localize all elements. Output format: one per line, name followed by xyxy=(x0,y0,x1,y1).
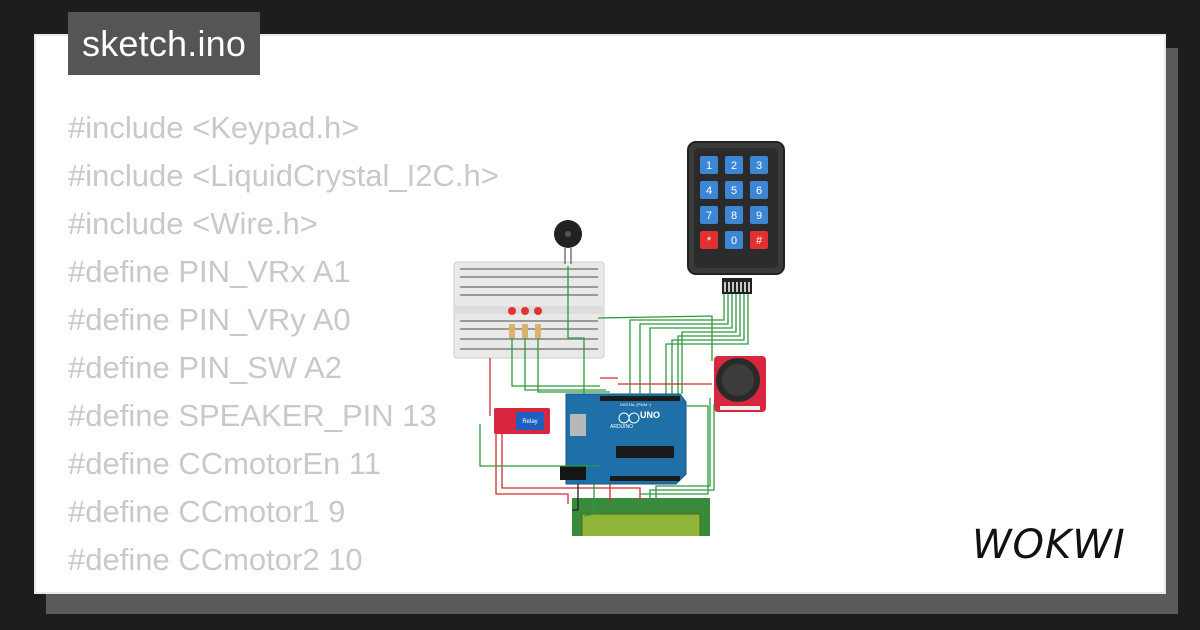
code-preview: #include <Keypad.h> #include <LiquidCrys… xyxy=(68,104,499,592)
circuit-diagram: 1 2 3 4 5 6 7 8 9 * 0 # Relay xyxy=(453,141,785,536)
code-line: #include <Keypad.h> xyxy=(68,110,360,145)
keypad: 1 2 3 4 5 6 7 8 9 * 0 # xyxy=(687,141,785,294)
relay-label: Relay xyxy=(522,419,537,425)
keypad-key-label: # xyxy=(756,235,763,247)
keypad-key xyxy=(725,181,743,199)
led-group xyxy=(508,307,542,338)
keypad-key xyxy=(750,156,768,174)
lcd-display xyxy=(572,498,710,536)
logo-text: WOKWI xyxy=(972,522,1126,568)
code-line: #define PIN_SW A2 xyxy=(68,350,342,385)
keypad-key-label: * xyxy=(707,235,712,247)
keypad-key-label: 6 xyxy=(756,185,762,197)
code-line: #define CCmotorEn 11 xyxy=(68,446,382,481)
code-line: #define CCmotor1 9 xyxy=(68,494,346,529)
keypad-key xyxy=(750,206,768,224)
relay-module: Relay xyxy=(494,408,550,434)
keypad-key-label: 2 xyxy=(731,160,737,172)
code-line: #define Rele 12 xyxy=(68,584,499,592)
wokwi-logo: WOKWI xyxy=(972,522,1126,568)
keypad-key-label: 5 xyxy=(731,185,737,197)
wiring xyxy=(479,266,749,517)
joystick xyxy=(714,356,766,412)
keypad-key xyxy=(725,156,743,174)
keypad-key xyxy=(725,206,743,224)
preview-card: #include <Keypad.h> #include <LiquidCrys… xyxy=(34,34,1166,594)
keypad-key-label: 4 xyxy=(706,185,712,197)
code-line: #include <LiquidCrystal_I2C.h> xyxy=(68,158,499,193)
keypad-key-label: 7 xyxy=(706,210,712,222)
keypad-key xyxy=(750,231,768,249)
arduino-model: UNO xyxy=(640,410,660,420)
file-tab[interactable]: sketch.ino xyxy=(68,12,261,75)
keypad-key xyxy=(700,181,718,199)
breadboard xyxy=(453,261,605,359)
keypad-key-label: 1 xyxy=(706,160,712,172)
arduino-brand: ARDUINO xyxy=(610,424,633,430)
keypad-key-label: 8 xyxy=(731,210,737,222)
code-line: #define PIN_VRy A0 xyxy=(68,302,351,337)
arduino-uno: UNO ARDUINO DIGITAL (PWM~) xyxy=(560,393,687,485)
arduino-sub: DIGITAL (PWM~) xyxy=(620,402,652,407)
keypad-key xyxy=(725,231,743,249)
keypad-key-label: 3 xyxy=(756,160,762,172)
keypad-key xyxy=(700,156,718,174)
keypad-key-label: 9 xyxy=(756,210,762,222)
code-line: #define PIN_VRx A1 xyxy=(68,254,351,289)
keypad-key xyxy=(750,181,768,199)
keypad-key xyxy=(700,231,718,249)
keypad-key-label: 0 xyxy=(731,235,737,247)
code-line: #define SPEAKER_PIN 13 xyxy=(68,398,437,433)
keypad-key xyxy=(700,206,718,224)
code-line: #include <Wire.h> xyxy=(68,206,318,241)
buzzer xyxy=(554,220,582,264)
code-line: #define CCmotor2 10 xyxy=(68,542,363,577)
